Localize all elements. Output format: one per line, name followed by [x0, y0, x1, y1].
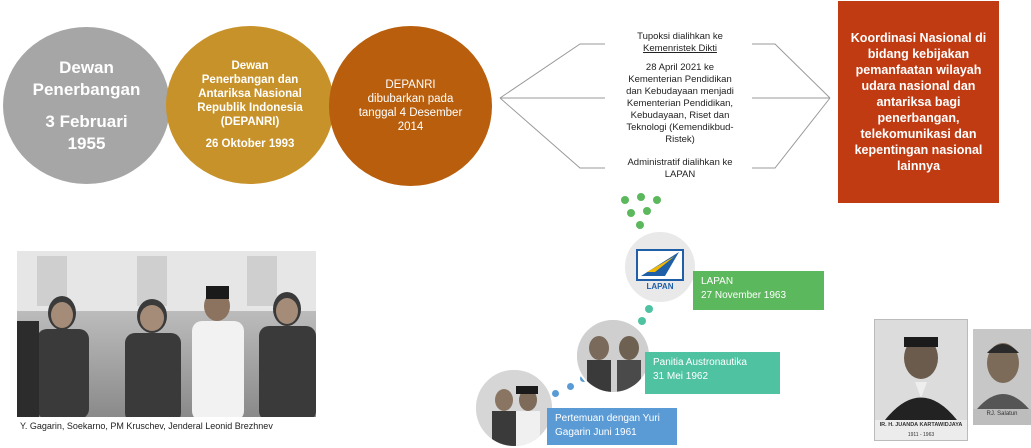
- timeline-pertemuan-line2: Gagarin Juni 1961: [555, 427, 637, 438]
- c2-line: Penerbangan dan: [201, 74, 299, 86]
- green-dot: [653, 196, 661, 204]
- line-left-bottom: [499, 97, 605, 169]
- historical-photo: [17, 251, 316, 417]
- circle-dewan-penerbangan: Dewan Penerbangan 3 Februari 1955: [3, 27, 170, 184]
- branch-mid-line: dan Kebudayaan menjadi: [626, 86, 734, 97]
- branch-mid-line: Teknologi (Kemendikbud-: [626, 122, 734, 133]
- c3-line: dibubarkan pada: [367, 93, 454, 105]
- timeline-panitia-box: Panitia Austronautika 31 Mei 1962: [645, 352, 780, 394]
- line-right-top: [752, 43, 831, 99]
- portrait-juanda-years: 1911 - 1963: [907, 432, 935, 438]
- branch-top-line2: Kemenristek Dikti: [643, 43, 717, 54]
- koordinasi-nasional-box: Koordinasi Nasional di bidang kebijakan …: [838, 1, 999, 203]
- historical-photo-illustration: [17, 251, 316, 417]
- c1-line: 3 Februari: [45, 111, 128, 131]
- timeline-pertemuan-box: Pertemuan dengan Yuri Gagarin Juni 1961: [547, 408, 677, 445]
- c2-line: Antariksa Nasional: [198, 88, 302, 100]
- c2-line: 26 Oktober 1993: [205, 138, 295, 150]
- branch-top-text: Tupoksi dialihkan ke Kemenristek Dikti: [600, 31, 760, 55]
- circle-depanri: Dewan Penerbangan dan Antariksa Nasional…: [166, 26, 334, 184]
- branch-bottom-line2: LAPAN: [664, 169, 696, 180]
- portrait-salatun-illustration: [973, 329, 1031, 409]
- blue-dot: [552, 390, 559, 397]
- panitia-photo-circle: [575, 318, 651, 394]
- branch-mid-line: Kebudayaan, Riset dan: [630, 110, 730, 121]
- portrait-salatun-caption: RJ. Salatun: [986, 411, 1018, 417]
- pertemuan-photo-illustration: [476, 370, 552, 446]
- lapan-logo-icon: [636, 249, 684, 281]
- blue-dot: [567, 383, 574, 390]
- koordinasi-nasional-text: Koordinasi Nasional di bidang kebijakan …: [850, 31, 987, 173]
- branch-mid-line: 28 April 2021 ke: [645, 62, 715, 73]
- branch-bottom-line1: Administratif dialihkan ke: [627, 157, 733, 168]
- timeline-pertemuan-line1: Pertemuan dengan Yuri: [555, 413, 660, 424]
- timeline-lapan-line1: LAPAN: [701, 276, 734, 287]
- green-dot: [621, 196, 629, 204]
- timeline-lapan-box: LAPAN 27 November 1963: [693, 271, 824, 310]
- lapan-logo-text: LAPAN: [646, 282, 674, 291]
- portrait-juanda-caption: IR. H. JUANDA KARTAWIDJAYA: [879, 422, 963, 428]
- branch-mid-text: 28 April 2021 ke Kementerian Pendidikan …: [595, 62, 765, 146]
- green-dot: [627, 209, 635, 217]
- line-left-top: [499, 43, 605, 99]
- green-dot: [637, 193, 645, 201]
- c3-line: 2014: [397, 121, 424, 133]
- teal-dot: [645, 305, 653, 313]
- panitia-photo-illustration: [577, 320, 649, 392]
- branch-bottom-text: Administratif dialihkan ke LAPAN: [600, 157, 760, 181]
- branch-top-line1: Tupoksi dialihkan ke: [637, 31, 723, 42]
- teal-dot: [638, 317, 646, 325]
- portrait-juanda-illustration: [875, 320, 967, 420]
- c3-line: DEPANRI: [385, 79, 436, 91]
- timeline-panitia-line2: 31 Mei 1962: [653, 371, 709, 382]
- c1-line: 1955: [67, 133, 106, 153]
- c2-line: (DEPANRI): [220, 116, 280, 128]
- branch-mid-line: Kementerian Pendidikan: [628, 74, 732, 85]
- timeline-panitia-line1: Panitia Austronautika: [653, 357, 747, 368]
- branch-mid-line: Kementerian Pendidikan,: [626, 98, 734, 109]
- c1-line: Dewan: [59, 57, 114, 77]
- timeline-lapan-line2: 27 November 1963: [701, 290, 787, 301]
- photo-caption: Y. Gagarin, Soekarno, PM Kruschev, Jende…: [20, 421, 273, 431]
- green-dot: [643, 207, 651, 215]
- c1-line: Penerbangan: [32, 79, 141, 99]
- line-right-bottom: [752, 97, 831, 169]
- c2-line: Republik Indonesia: [197, 102, 303, 114]
- green-dot: [636, 221, 644, 229]
- branch-mid-line: Ristek): [665, 134, 695, 145]
- c3-line: tanggal 4 Desember: [358, 107, 463, 119]
- portrait-salatun: RJ. Salatun: [973, 329, 1031, 425]
- portrait-juanda: IR. H. JUANDA KARTAWIDJAYA 1911 - 1963: [874, 319, 968, 441]
- circle-depanri-dibubarkan: DEPANRI dibubarkan pada tanggal 4 Desemb…: [329, 26, 492, 186]
- pertemuan-photo-circle: [474, 368, 554, 448]
- c2-line: Dewan: [231, 60, 269, 72]
- lapan-logo-circle: LAPAN: [623, 230, 697, 304]
